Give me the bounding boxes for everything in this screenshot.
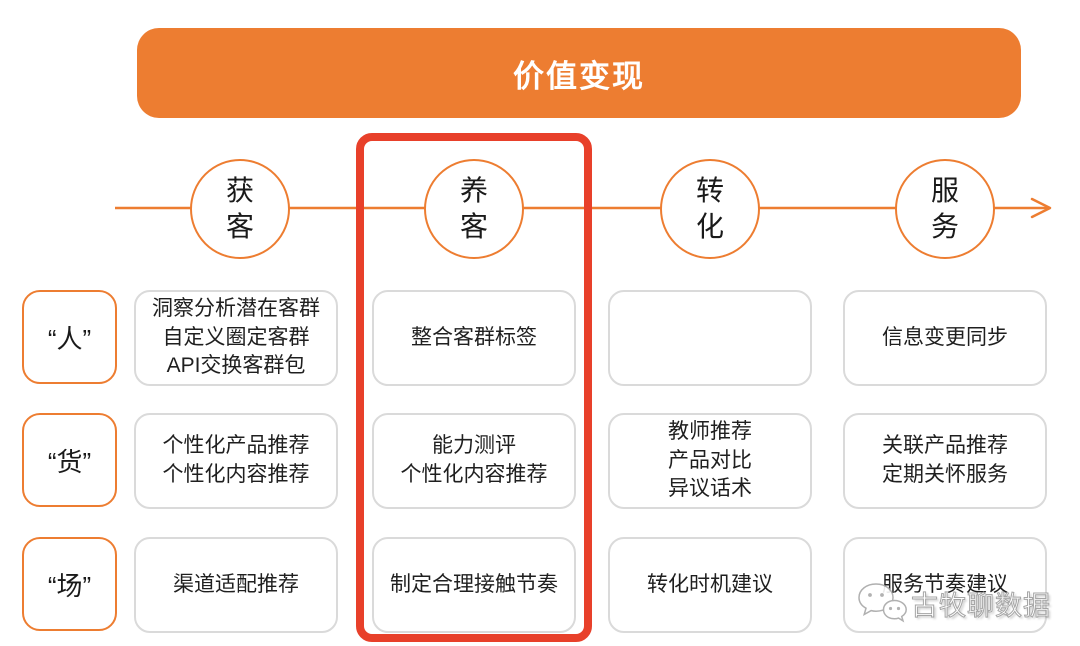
cell-goods-acquire: 个性化产品推荐 个性化内容推荐 — [134, 413, 338, 509]
cell-goods-service: 关联产品推荐 定期关怀服务 — [843, 413, 1047, 509]
cell-goods-nurture: 能力测评 个性化内容推荐 — [372, 413, 576, 509]
banner-title: 价值变现 — [513, 58, 645, 94]
stage-circle-service: 服务 — [895, 159, 995, 259]
watermark-text: 古牧聊数据 — [911, 590, 1051, 621]
cell-people-convert-empty — [608, 290, 812, 386]
banner-value-monetization: 价值变现 — [137, 28, 1021, 118]
cell-place-convert: 转化时机建议 — [608, 537, 812, 633]
stage-label: 养客 — [459, 174, 488, 242]
arrow-head-icon — [1030, 197, 1052, 219]
row-label-people: “人” — [22, 290, 117, 384]
stage-label: 获客 — [225, 174, 254, 242]
cell-goods-convert: 教师推荐 产品对比 异议话术 — [608, 413, 812, 509]
cell-people-nurture: 整合客群标签 — [372, 290, 576, 386]
row-label-place: “场” — [22, 537, 117, 631]
stage-label: 服务 — [930, 174, 959, 242]
cell-place-acquire: 渠道适配推荐 — [134, 537, 338, 633]
cell-people-acquire: 洞察分析潜在客群 自定义圈定客群 API交换客群包 — [134, 290, 338, 386]
wechat-icon — [858, 583, 907, 623]
stage-circle-acquire: 获客 — [190, 159, 290, 259]
watermark: 古牧聊数据 — [856, 580, 1051, 626]
stage-circle-nurture: 养客 — [424, 159, 524, 259]
stage-label: 转化 — [695, 174, 724, 242]
cell-people-service: 信息变更同步 — [843, 290, 1047, 386]
cell-place-nurture: 制定合理接触节奏 — [372, 537, 576, 633]
stage-circle-convert: 转化 — [660, 159, 760, 259]
row-label-goods: “货” — [22, 413, 117, 507]
